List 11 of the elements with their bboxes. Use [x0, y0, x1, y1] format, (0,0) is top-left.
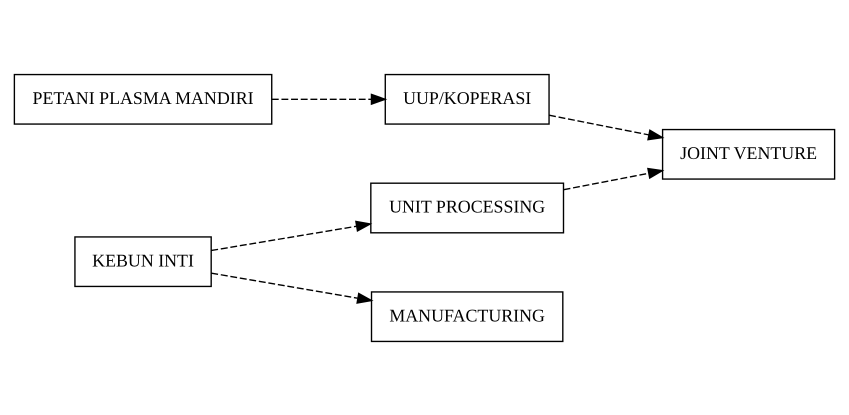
arrow: [272, 93, 388, 105]
node-box: MANUFACTURING: [370, 290, 564, 342]
node-box: UNIT PROCESSING: [370, 182, 564, 233]
arrow: [564, 167, 664, 190]
arrow: [211, 220, 372, 251]
node-box: JOINT VENTURE: [662, 128, 836, 180]
arrow: [211, 272, 374, 304]
arrow: [549, 114, 664, 140]
node-box: UUP/KOPERASI: [384, 73, 550, 124]
node-box: PETANI PLASMA MANDIRI: [14, 73, 272, 124]
node-box: KEBUN INTI: [74, 236, 212, 287]
